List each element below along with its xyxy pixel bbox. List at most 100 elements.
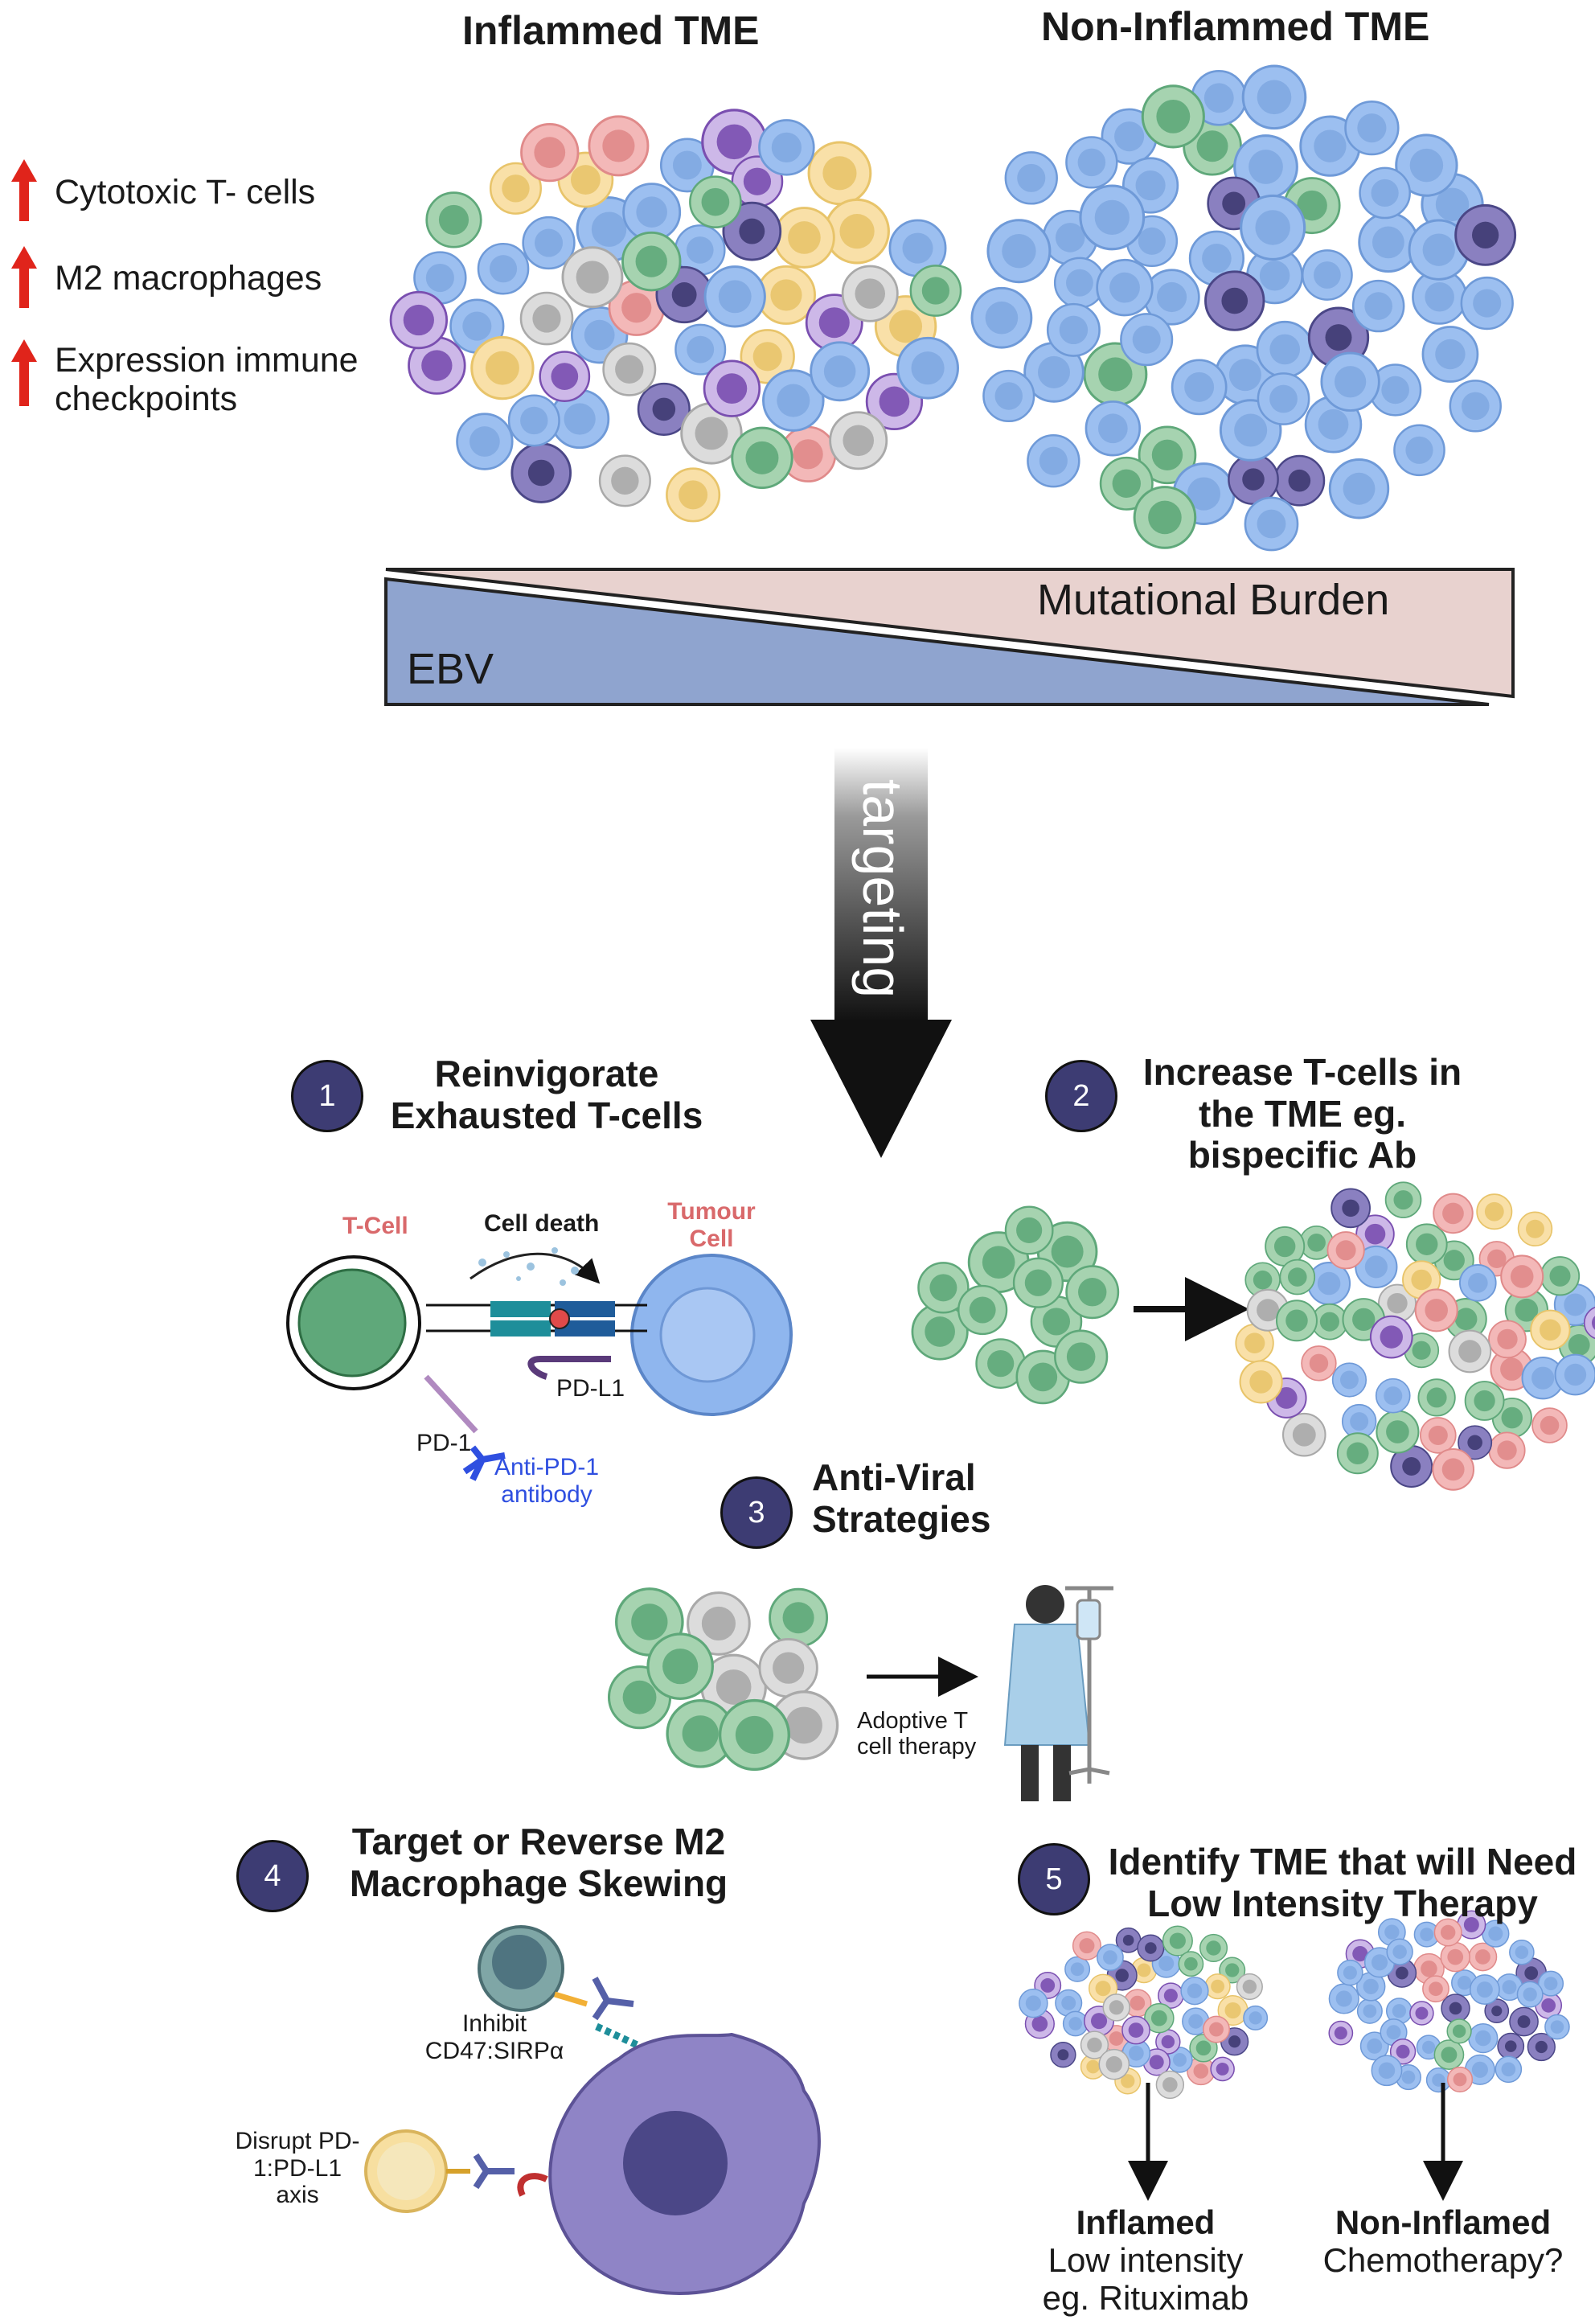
cell-nucleus xyxy=(695,417,728,450)
cell-nucleus xyxy=(1441,2047,1458,2063)
cell-nucleus xyxy=(1471,2061,1488,2078)
cell-nucleus xyxy=(1109,2000,1124,2015)
cell-nucleus xyxy=(1292,1423,1316,1447)
cell-nucleus xyxy=(1325,324,1352,351)
cell-nucleus xyxy=(1079,1938,1095,1954)
non-inflamed-tme-cluster xyxy=(970,64,1517,552)
cell-nucleus xyxy=(925,1316,955,1347)
cell-nucleus xyxy=(1422,2040,1436,2054)
cell-nucleus xyxy=(1371,179,1399,207)
cell-nucleus xyxy=(1184,372,1215,402)
tumour-cell-label: Tumour Cell xyxy=(667,1198,756,1252)
cell-nucleus xyxy=(969,1296,996,1324)
cell-nucleus xyxy=(1090,2013,1108,2030)
cell-nucleus xyxy=(1269,334,1301,365)
section-4-title: Target or Reverse M2 Macrophage Skewing xyxy=(349,1821,728,1904)
cell-nucleus xyxy=(716,373,748,404)
cell-nucleus xyxy=(1297,190,1327,221)
cell-nucleus xyxy=(1525,1219,1544,1238)
inflamed-outcome-line1: Low intensity xyxy=(1048,2241,1244,2280)
cell-nucleus xyxy=(1342,1199,1359,1217)
section-5-title: Identify TME that will Need Low Intensit… xyxy=(1108,1841,1577,1924)
cell-nucleus xyxy=(1130,1995,1146,2011)
cell-nucleus xyxy=(1086,2059,1100,2074)
cell-nucleus xyxy=(438,204,469,235)
cell-nucleus xyxy=(662,1649,699,1685)
targeting-arrow xyxy=(810,748,952,1158)
cell-nucleus xyxy=(985,301,1019,335)
cell-nucleus xyxy=(735,1715,774,1755)
cell-nucleus xyxy=(994,382,1023,410)
cell-nucleus xyxy=(1378,2062,1396,2080)
cell-nucleus xyxy=(1319,1312,1339,1332)
cell-nucleus xyxy=(403,304,434,336)
cell-nucleus xyxy=(701,1606,736,1641)
section-4-number: 4 xyxy=(236,1840,309,1912)
cell-nucleus xyxy=(686,236,714,264)
cell-nucleus xyxy=(1150,2010,1167,2026)
cell-nucleus xyxy=(1515,1298,1539,1322)
non-inflamed-outcome: Non-Inflamed Chemotherapy? xyxy=(1318,2203,1568,2279)
cell-nucleus xyxy=(1077,148,1106,177)
cell-nucleus xyxy=(1121,2074,1135,2088)
cell-nucleus xyxy=(520,406,548,435)
cell-nucleus xyxy=(1095,1981,1111,1997)
cell-nucleus xyxy=(752,342,782,372)
cell-nucleus xyxy=(1039,446,1068,475)
cell-nucleus xyxy=(1068,2017,1083,2030)
cell-nucleus xyxy=(1564,1293,1587,1316)
cell-nucleus xyxy=(1128,2045,1144,2061)
section-1-title: Reinvigorate Exhausted T-cells xyxy=(390,1053,703,1136)
cell-nucleus xyxy=(551,363,579,390)
cell-nucleus xyxy=(1061,1995,1076,2010)
cell-nucleus xyxy=(1467,1435,1482,1451)
cell-nucleus xyxy=(777,384,810,417)
cell-nucleus xyxy=(1429,1981,1443,1997)
cell-nucleus xyxy=(879,386,910,417)
cell-nucleus xyxy=(1475,1949,1490,1965)
cell-nucleus xyxy=(1163,1989,1178,2003)
cell-nucleus xyxy=(1055,223,1085,253)
cell-nucleus xyxy=(1025,1995,1042,2011)
cell-nucleus xyxy=(739,218,765,244)
cell-nucleus xyxy=(1386,1420,1409,1443)
cell-nucleus xyxy=(1255,210,1290,245)
cell-nucleus xyxy=(1363,2004,1377,2018)
cell-nucleus xyxy=(1472,221,1499,248)
cell-nucleus xyxy=(929,1274,957,1302)
inflamed-outcome: Inflamed Low intensity eg. Rituximab xyxy=(1025,2203,1266,2317)
cell-nucleus xyxy=(1028,1362,1058,1392)
cell-nucleus xyxy=(1249,2011,1262,2025)
cell-nucleus xyxy=(921,277,950,305)
cell-nucleus xyxy=(679,480,708,510)
cell-nucleus xyxy=(1352,1308,1376,1332)
section-2-title: Increase T-cells in the TME eg. bispecif… xyxy=(1142,1051,1462,1176)
cell-nucleus xyxy=(1317,1271,1341,1295)
cell-nucleus xyxy=(1156,281,1187,313)
cell-nucleus xyxy=(1040,1978,1056,1993)
cell-nucleus xyxy=(1357,113,1387,143)
cell-nucleus xyxy=(1401,2070,1416,2084)
cell-nucleus xyxy=(1211,1979,1225,1993)
cell-nucleus xyxy=(1540,1415,1560,1435)
cell-nucleus xyxy=(1564,1363,1587,1386)
cell-nucleus xyxy=(1216,2062,1229,2076)
section4-macrophage xyxy=(364,1925,821,2295)
cell-nucleus xyxy=(1405,436,1433,464)
cell-nucleus xyxy=(1468,1273,1488,1293)
cell-nucleus xyxy=(1500,1357,1523,1381)
cell-nucleus xyxy=(615,355,644,384)
cell-nucleus xyxy=(1196,130,1228,162)
cell-nucleus xyxy=(1042,1308,1071,1336)
cell-nucleus xyxy=(1135,170,1166,201)
cell-nucleus xyxy=(1016,1217,1043,1244)
cell-nucleus xyxy=(1249,1370,1273,1394)
cell-nucleus xyxy=(1421,1961,1437,1977)
t-cell-label: T-Cell xyxy=(342,1213,408,1239)
cell-nucleus xyxy=(1473,289,1502,318)
cell-nucleus xyxy=(1288,469,1311,492)
cell-nucleus xyxy=(1491,2006,1503,2017)
cell-nucleus xyxy=(1193,2063,1209,2079)
cell-nucleus xyxy=(1387,1292,1408,1314)
cell-nucleus xyxy=(1497,1440,1517,1460)
